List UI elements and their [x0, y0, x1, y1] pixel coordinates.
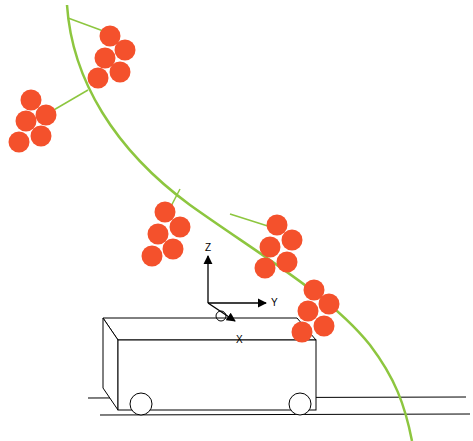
tomato-clusters [9, 26, 340, 343]
axis-label: X [236, 334, 243, 346]
pedicels [40, 18, 274, 228]
vine-stem [67, 5, 412, 441]
axis-label: Y [271, 297, 278, 309]
cart [103, 318, 316, 415]
axis-label: Z [205, 242, 211, 254]
axes [208, 256, 266, 321]
